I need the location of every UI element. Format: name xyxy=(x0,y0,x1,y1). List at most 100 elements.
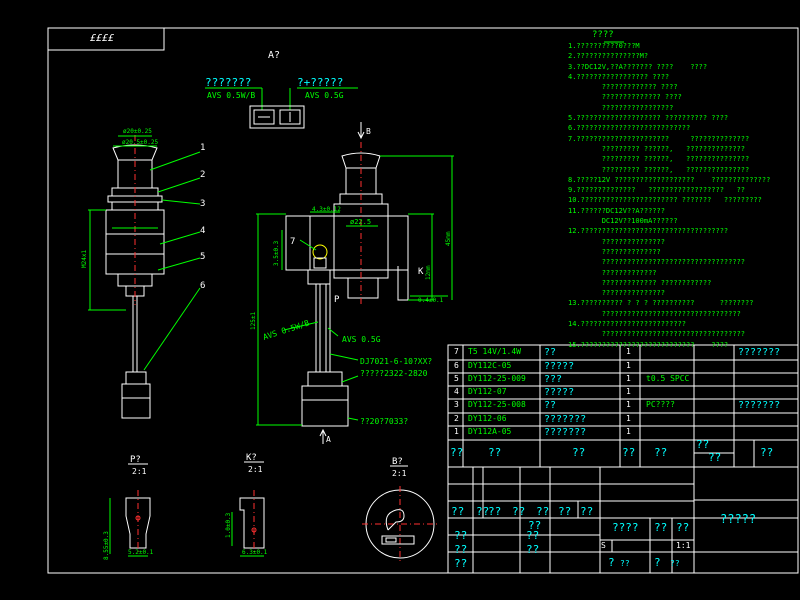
view-k-scale: 2:1 xyxy=(248,465,263,474)
note-line: ????????????????? xyxy=(568,103,674,112)
title-box-frame xyxy=(47,27,165,51)
bom-cell-code: DY112A-05 xyxy=(468,427,512,436)
bom-cell-no: 1 xyxy=(454,427,459,436)
tb-cell: ?? xyxy=(526,529,540,542)
note-line: 4.????????????????? ???? xyxy=(568,72,670,81)
note-line: 14.????????????????????????? xyxy=(568,320,687,329)
bom-cell-note: ??????? xyxy=(738,400,781,411)
note-line: 11.??????DC12V??A?????? xyxy=(568,206,665,215)
dim-label: 0.4±0.1 xyxy=(418,297,444,304)
bom-cell-note: ??????? xyxy=(738,347,781,358)
note-line: ?????????????????????????????????? xyxy=(568,330,746,339)
wire-left-spec: AVS 0.5W/B xyxy=(262,318,311,341)
tb-drawing-no: ????? xyxy=(720,512,757,526)
tb-cell: ?? xyxy=(454,557,468,570)
bom-cell-qty: 1 xyxy=(626,374,631,383)
p-marker: P xyxy=(334,295,340,305)
tb-cell: ?? xyxy=(676,521,690,534)
connector-left-spec: AVS 0.5W/B xyxy=(207,91,255,100)
bom-cell-no: 2 xyxy=(454,414,459,423)
note-line: ????????? ??????, ??????????????? xyxy=(568,165,750,174)
wire-right-spec: AVS 0.5G xyxy=(342,335,381,344)
note-line: ????????????????????????????????? xyxy=(568,309,741,318)
bom-cell-name: ????? xyxy=(544,361,575,372)
view-a-label: A? xyxy=(268,50,280,61)
view-a-arrow-label: A xyxy=(326,435,331,444)
dim-label: M24x1 xyxy=(81,250,88,268)
bom-cell-no: 7 xyxy=(454,347,459,356)
note-line: DC12V??100mA?????? xyxy=(568,217,678,226)
bom-cell-code: T5 14V/1.4W xyxy=(468,347,521,356)
note-line: 15.??????????????????????????? ???? xyxy=(568,340,729,349)
note-line: ?????????????????????????????????? xyxy=(568,258,746,267)
dim-label: 8.55±0.3 xyxy=(103,531,110,560)
k-terminal xyxy=(239,497,265,549)
note-line: 6.??????????????????????????? xyxy=(568,124,691,133)
note-line: 10.??????????????????????? ??????? ?????… xyxy=(568,196,762,205)
dim-label: 45mm xyxy=(445,231,452,246)
bom-header-cell: ?? xyxy=(708,451,722,464)
tb-cell: ?? xyxy=(670,559,680,568)
bom-cell-qty: 1 xyxy=(626,400,631,409)
tb-cell: ?? xyxy=(558,505,572,518)
tb-cell: ?? xyxy=(512,505,526,518)
tb-cell: ?? xyxy=(476,505,490,518)
balloon-6: 6 xyxy=(200,281,205,291)
bom-cell-qty: 1 xyxy=(626,347,631,356)
connector-callout: ??20?7033? xyxy=(360,417,408,426)
dim-label: 4.3±0.12 xyxy=(312,206,341,213)
tb-cell: ?? xyxy=(488,505,502,518)
balloon-7: 7 xyxy=(290,237,295,247)
tb-cell: ?? xyxy=(580,505,594,518)
bom-cell-no: 5 xyxy=(454,374,459,383)
tb-scale: 1:1 xyxy=(676,541,691,550)
title-box-text: ££££ xyxy=(90,33,115,44)
bom-cell-qty: 1 xyxy=(626,414,631,423)
tb-cell: ?? xyxy=(528,519,542,532)
bom-header: ?? ?? ?? ?? ?? ?? ?? ?? xyxy=(448,438,798,464)
connector-a-view: A? ??????? AVS 0.5W/B ?+????? AVS 0.5G xyxy=(205,50,358,129)
note-line: 5.???????????????????? ?????????? ???? xyxy=(568,114,729,123)
left-view-dim-labels: ø20±0.25 ø20.5±0.25 M24x1 1 2 3 4 5 6 xyxy=(81,128,205,291)
connector-callout: ?????2322-2820 xyxy=(360,369,428,378)
dim-label: ø20.5±0.25 xyxy=(122,139,159,146)
dim-label: ø20±0.25 xyxy=(123,128,152,135)
dim-label: 6.3±0.1 xyxy=(242,549,268,556)
tb-cell: ?? xyxy=(451,505,465,518)
view-k-label: K? xyxy=(246,453,257,463)
dim-label: 125±1 xyxy=(250,312,257,330)
tb-cell: ?? xyxy=(454,543,468,556)
knob-symbol xyxy=(385,509,405,531)
note-line: 3.??DC12V,??A??????? ???? ???? xyxy=(568,62,708,71)
notes-heading: ???? xyxy=(592,30,614,40)
center-view: B A xyxy=(256,122,454,444)
bom-header-cell: ?? xyxy=(760,446,774,459)
bom-cell-code: DY112-25-008 xyxy=(468,400,526,409)
left-view xyxy=(88,135,201,419)
balloon-2: 2 xyxy=(200,170,205,180)
balloon-4: 4 xyxy=(200,226,205,236)
bom-cell-mat: t0.5 SPCC xyxy=(646,374,690,383)
tb-cell: S xyxy=(601,541,606,550)
note-line: ????????????? ???? xyxy=(568,83,678,92)
note-line: ?????????????? xyxy=(568,247,661,256)
tb-cell: ?? xyxy=(526,543,540,556)
k-marker: K xyxy=(418,267,424,277)
note-line: 2.???????????????M? xyxy=(568,52,649,61)
note-line: ????????????? xyxy=(568,268,657,277)
knob-cap xyxy=(112,144,158,161)
bom-cell-no: 3 xyxy=(454,400,459,409)
bom-header-cell: ?? xyxy=(622,446,636,459)
tb-cell: ? xyxy=(608,556,615,569)
dim-label: ø22.5 xyxy=(350,218,371,226)
dim-label: 1.0±0.3 xyxy=(225,512,232,538)
